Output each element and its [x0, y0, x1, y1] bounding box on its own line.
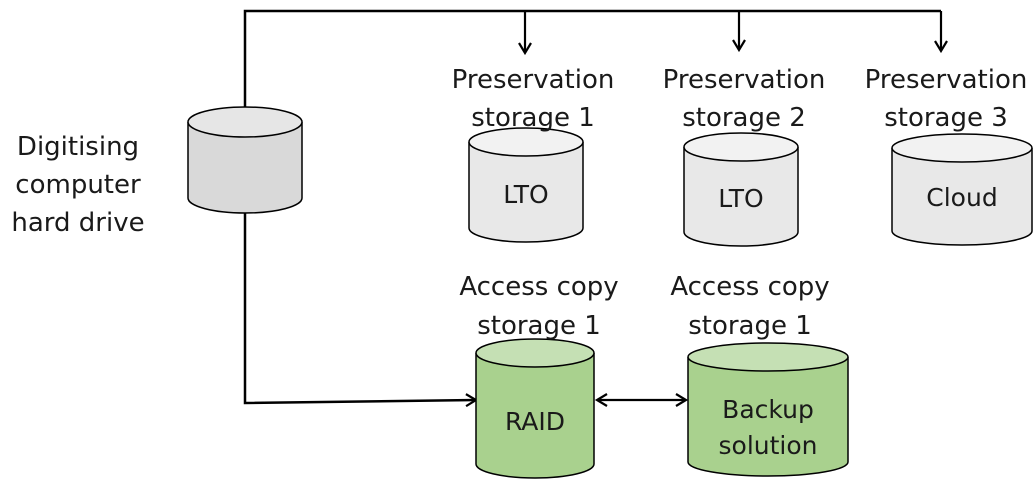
line-to-raid: [243, 212, 479, 408]
source-label-line-1: Digitising: [17, 132, 139, 162]
access-storage-backup: [687, 342, 849, 477]
preservation-2-title-line-1: Preservation: [663, 65, 826, 95]
preservation-storage-2: [683, 132, 799, 247]
preservation-3-media-label: Cloud: [926, 183, 997, 212]
preservation-storage-1: [468, 127, 584, 243]
access-2-title-line-1: Access copy: [670, 272, 829, 302]
preservation-1-title-line-2: storage 1: [471, 103, 595, 133]
access-2-media-label-line-1: Backup: [722, 395, 814, 424]
top-bus-line: [243, 9, 941, 122]
preservation-storage-3: [891, 133, 1033, 246]
preservation-1-media-label: LTO: [503, 180, 548, 209]
preservation-3-title-line-2: storage 3: [884, 103, 1008, 133]
preservation-3-title-line-1: Preservation: [865, 65, 1028, 95]
access-storage-raid: [475, 338, 595, 479]
preservation-2-media-label: LTO: [718, 184, 763, 213]
access-2-title-line-2: storage 1: [688, 311, 812, 341]
access-1-media-label: RAID: [505, 407, 565, 436]
source-label-line-2: computer: [15, 170, 141, 200]
access-1-title-line-2: storage 1: [477, 311, 601, 341]
connectors: [243, 9, 948, 408]
digitising-drive-cylinder: [187, 106, 303, 214]
access-1-title-line-1: Access copy: [459, 272, 618, 302]
preservation-2-title-line-2: storage 2: [682, 103, 806, 133]
source-label-line-3: hard drive: [11, 208, 144, 238]
preservation-1-title-line-1: Preservation: [452, 65, 615, 95]
access-2-media-label-line-2: solution: [719, 431, 818, 460]
